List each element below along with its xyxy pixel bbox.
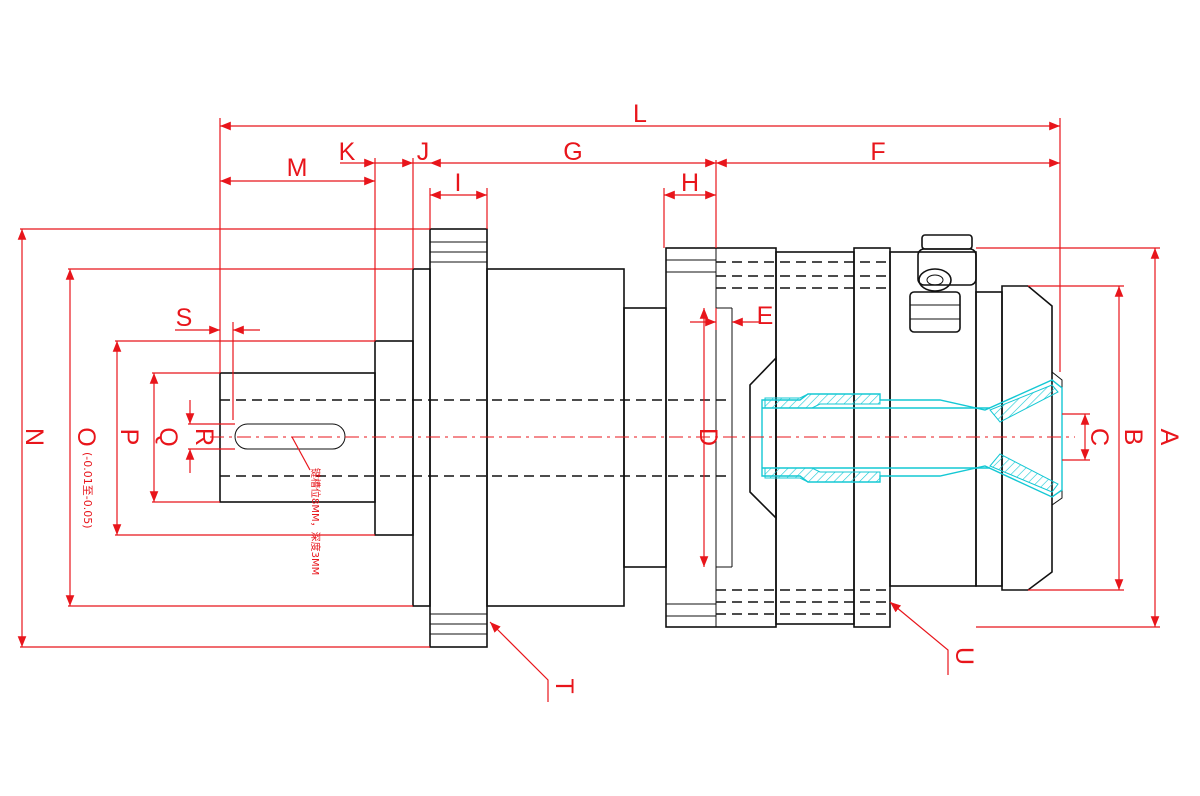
label-b: B bbox=[1119, 429, 1147, 446]
leader-t bbox=[489, 621, 549, 702]
label-p: P bbox=[115, 429, 143, 446]
label-d: D bbox=[694, 428, 722, 446]
label-n: N bbox=[20, 428, 48, 446]
dimension-labels: L M K J G F I H S E N O P Q R D C B A T … bbox=[20, 100, 1183, 694]
label-r: R bbox=[190, 428, 218, 446]
collet-section bbox=[761, 379, 1063, 498]
keyway-note: 键槽位8MM，深度3MM bbox=[309, 468, 322, 575]
part-outline bbox=[219, 228, 1063, 648]
label-g: G bbox=[563, 138, 582, 166]
label-e: E bbox=[757, 302, 774, 330]
label-s: S bbox=[176, 304, 193, 332]
label-o: O bbox=[72, 427, 100, 446]
leader-keyway bbox=[291, 436, 311, 471]
label-m: M bbox=[287, 154, 308, 182]
label-i: I bbox=[455, 169, 462, 197]
label-q: Q bbox=[154, 427, 182, 446]
label-c: C bbox=[1085, 428, 1113, 446]
label-h: H bbox=[681, 169, 699, 197]
label-k: K bbox=[339, 138, 356, 166]
leader-u bbox=[889, 601, 949, 675]
label-t: T bbox=[550, 678, 578, 693]
dimensions bbox=[17, 118, 1160, 702]
label-l: L bbox=[633, 100, 647, 128]
label-j: J bbox=[417, 138, 430, 166]
label-u: U bbox=[950, 647, 978, 665]
label-f: F bbox=[870, 138, 885, 166]
tolerance-note: (-0.01至-0.05) bbox=[81, 452, 94, 529]
label-a: A bbox=[1155, 429, 1183, 446]
